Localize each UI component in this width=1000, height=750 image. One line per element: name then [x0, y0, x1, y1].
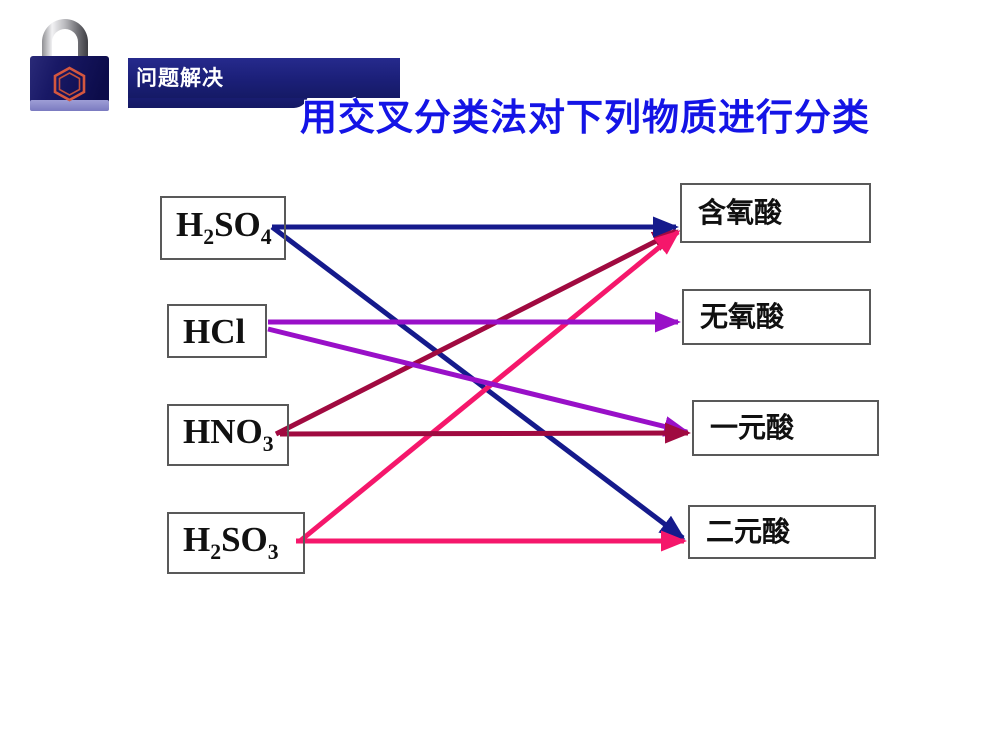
substance-label-h2so3: H2SO3 — [183, 520, 279, 565]
padlock-base — [30, 100, 109, 111]
padlock-body — [30, 56, 109, 111]
padlock-hex-inner-glyph — [58, 72, 81, 96]
category-box-diprotic[interactable]: 二元酸 — [688, 505, 876, 559]
arrow-h2so3-oxyacid — [298, 230, 681, 543]
padlock-shackle — [42, 19, 88, 60]
arrow-hno3-monoprotic — [279, 422, 691, 444]
category-box-anoxic[interactable]: 无氧酸 — [682, 289, 871, 345]
padlock-hex-glyph — [53, 66, 86, 102]
padlock-icon — [30, 19, 109, 111]
slide-header: 问题解决 用交叉分类法对下列物质进行分类 — [0, 0, 1000, 155]
arrow-hcl-monoprotic — [267, 326, 690, 437]
page-title: 用交叉分类法对下列物质进行分类 — [300, 96, 870, 139]
category-label-monoprotic: 一元酸 — [710, 411, 795, 444]
category-box-oxyacid[interactable]: 含氧酸 — [680, 183, 871, 243]
category-label-anoxic: 无氧酸 — [700, 300, 785, 333]
banner-bar-shape — [128, 58, 400, 98]
category-label-oxyacid: 含氧酸 — [698, 196, 783, 229]
substance-box-hcl[interactable]: HCl — [167, 304, 267, 358]
category-box-monoprotic[interactable]: 一元酸 — [692, 400, 879, 456]
category-label-diprotic: 二元酸 — [706, 515, 791, 548]
substance-box-h2so4[interactable]: H2SO4 — [160, 196, 286, 260]
substance-label-hcl: HCl — [183, 311, 246, 351]
substance-label-hno3: HNO3 — [183, 412, 274, 457]
substance-label-h2so4: H2SO4 — [176, 205, 272, 250]
arrow-hno3-oxyacid — [274, 228, 679, 437]
substance-box-h2so3[interactable]: H2SO3 — [167, 512, 305, 574]
substance-box-hno3[interactable]: HNO3 — [167, 404, 289, 466]
banner-label: 问题解决 — [136, 66, 224, 90]
